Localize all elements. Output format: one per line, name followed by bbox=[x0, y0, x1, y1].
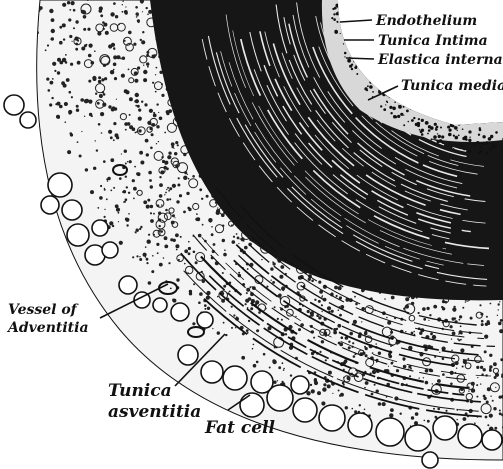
label-fat-cell: Fat cell bbox=[204, 418, 276, 438]
label-elastica-interna: Elastica interna bbox=[377, 52, 503, 68]
label-endothelium: Endothelium bbox=[375, 13, 477, 29]
label-vessel-of: Vessel of bbox=[8, 302, 80, 318]
label-tunica-intima: Tunica Intima bbox=[378, 33, 488, 49]
elastica-interna-pointer bbox=[346, 58, 374, 59]
label-tunica: Tunica bbox=[108, 381, 172, 401]
label-asventitia: asventitia bbox=[108, 402, 201, 422]
label-adventitia: Adventitia bbox=[6, 320, 89, 336]
label-tunica-media: Tunica media bbox=[401, 78, 503, 94]
